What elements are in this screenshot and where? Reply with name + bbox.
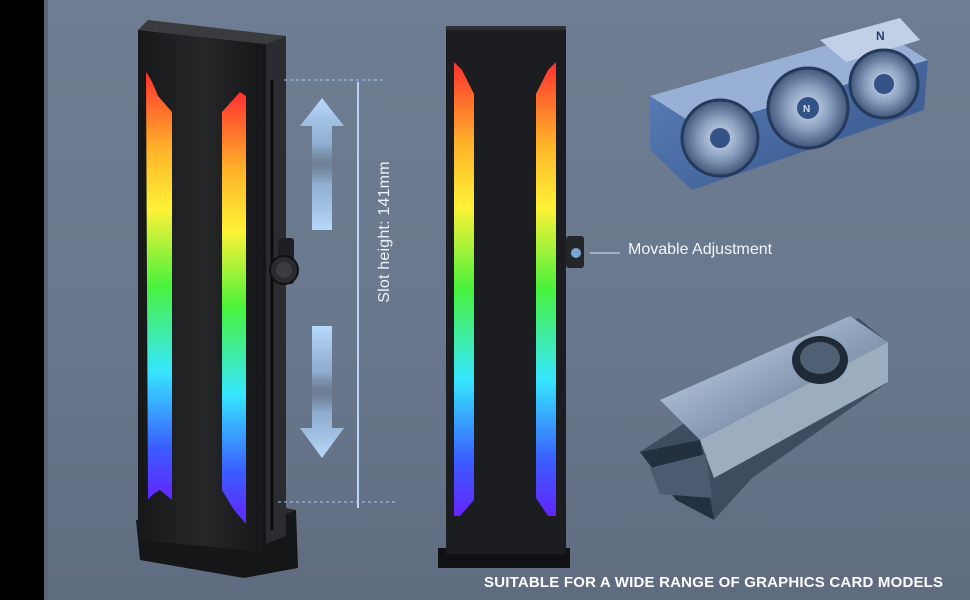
bracket-front [438,26,620,568]
slot-height-text: Slot height: 141mm [376,161,393,303]
gpu-silver-card [640,316,888,520]
rgb-strip-front-1 [454,62,474,516]
movable-adjustment-knob[interactable] [566,236,584,268]
up-arrow-icon [300,98,344,230]
left-border-bar [0,0,44,600]
bracket-left [136,20,299,578]
left-border-edge [44,0,48,600]
gpu-brand-mark: N [876,29,885,43]
rgb-strip-left-2 [222,92,246,524]
rgb-strip-front-2 [536,62,556,516]
adjustment-knob-icon[interactable] [269,238,299,285]
gpu-blue-card: N N [650,18,928,190]
down-arrow-icon [300,326,344,458]
gpu-fan-mark: N [803,104,810,115]
rgb-strip-left-1 [146,72,172,500]
movable-adjustment-label: Movable Adjustment [628,241,773,258]
height-indicator [278,79,396,508]
caption-banner: SUITABLE FOR A WIDE RANGE OF GRAPHICS CA… [484,574,944,591]
